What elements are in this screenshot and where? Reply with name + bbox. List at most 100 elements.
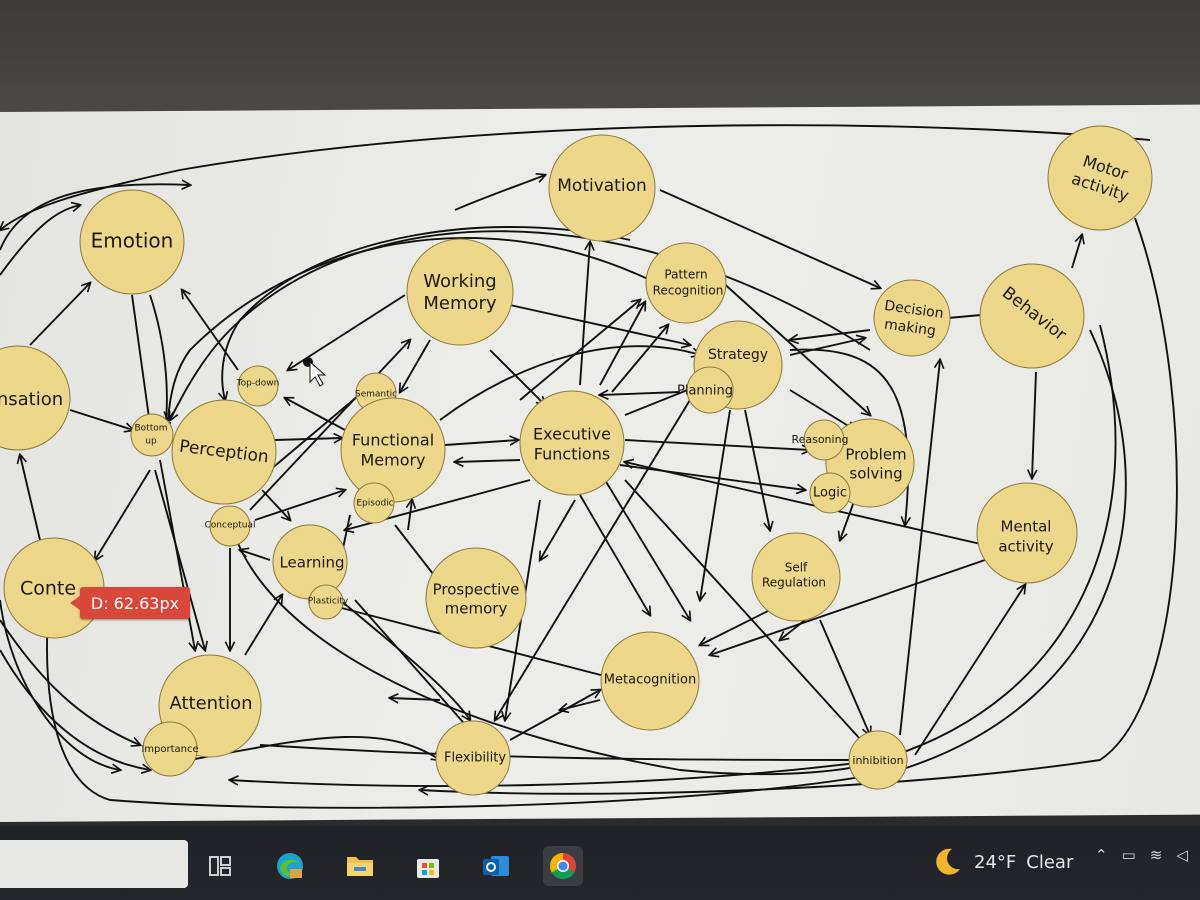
chevron-up-icon[interactable]: ⌃ — [1095, 846, 1108, 864]
svg-text:nsation: nsation — [0, 389, 63, 410]
edge — [420, 217, 1178, 794]
edge — [182, 290, 239, 371]
node-pattern-recognition[interactable]: Pattern Recognition — [645, 242, 727, 324]
edge — [914, 585, 1025, 756]
chrome-icon[interactable] — [543, 846, 583, 886]
node-plasticity[interactable]: Plasticity — [308, 584, 349, 620]
microsoft-store-icon[interactable] — [408, 846, 448, 886]
node-flexibility[interactable]: Flexibility — [435, 720, 511, 796]
edge — [540, 499, 576, 560]
battery-icon[interactable]: ▭ — [1121, 846, 1136, 864]
edge — [600, 392, 681, 395]
edge — [285, 398, 346, 431]
edge — [611, 325, 668, 393]
svg-text:inhibition: inhibition — [852, 754, 903, 767]
svg-text:Attention: Attention — [169, 693, 252, 714]
edge — [249, 340, 410, 511]
edge — [700, 609, 771, 645]
node-importance[interactable]: Importance — [141, 721, 199, 777]
edge — [599, 302, 645, 386]
svg-text:Top-down: Top-down — [236, 379, 280, 389]
measurement-tooltip: D: 62.63px — [70, 587, 190, 619]
node-decision-making[interactable]: Decision making — [873, 279, 951, 357]
edge — [659, 189, 880, 288]
node-behavior[interactable]: Behavior — [979, 263, 1085, 369]
svg-text:Metacognition: Metacognition — [604, 673, 696, 688]
svg-text:Semantic: Semantic — [355, 390, 397, 400]
svg-text:solving: solving — [849, 465, 902, 483]
svg-text:Recognition: Recognition — [653, 284, 724, 298]
svg-text:Flexibility: Flexibility — [444, 751, 506, 766]
edge — [579, 494, 650, 615]
edge — [489, 349, 545, 405]
edge — [579, 242, 590, 386]
edge-icon[interactable] — [270, 846, 310, 886]
node-prospective-memory[interactable]: Prospective memory — [425, 547, 527, 649]
node-working-memory[interactable]: Working Memory — [406, 238, 514, 346]
svg-text:Reasoning: Reasoning — [791, 433, 848, 446]
node-reasoning[interactable]: Reasoning — [791, 419, 849, 461]
wifi-icon[interactable]: ≋ — [1149, 846, 1163, 864]
edge — [229, 519, 880, 776]
edge — [95, 469, 151, 560]
edge — [624, 439, 810, 450]
edge — [619, 464, 805, 490]
svg-text:Learning: Learning — [279, 554, 344, 572]
edge — [0, 184, 190, 251]
node-compensation[interactable]: nsation — [0, 345, 71, 451]
edge — [0, 649, 150, 770]
edge — [354, 599, 470, 730]
node-top-down[interactable]: Top-down — [236, 365, 280, 407]
node-metacognition[interactable]: Metacognition — [600, 631, 700, 731]
node-executive-functions[interactable]: Executive Functions — [519, 390, 625, 496]
node-episodic[interactable]: Episodic — [353, 482, 395, 524]
svg-text:Bottom: Bottom — [134, 424, 167, 434]
edge — [624, 479, 870, 750]
node-self-regulation[interactable]: Self Regulation — [751, 532, 841, 622]
edge — [444, 440, 518, 446]
node-motivation[interactable]: Motivation — [548, 134, 656, 242]
node-bottom-up[interactable]: Bottom up — [130, 413, 174, 457]
node-mental-activity[interactable]: Mental activity — [976, 482, 1078, 584]
svg-text:Regulation: Regulation — [762, 576, 826, 590]
edge — [625, 462, 986, 546]
svg-text:Functional: Functional — [352, 431, 434, 450]
weather-widget[interactable]: 24°F Clear — [930, 838, 1073, 886]
outlook-icon[interactable] — [476, 846, 516, 886]
edge — [509, 690, 600, 741]
edge — [259, 744, 860, 760]
node-emotion[interactable]: Emotion — [79, 189, 185, 295]
task-view-icon[interactable] — [200, 846, 240, 886]
edge — [149, 294, 167, 430]
speaker-icon[interactable]: ◁ — [1176, 846, 1188, 864]
svg-text:Conceptual: Conceptual — [205, 521, 256, 531]
search-box[interactable] — [0, 840, 188, 888]
edge — [1032, 371, 1036, 478]
svg-text:Strategy: Strategy — [708, 347, 768, 363]
svg-text:Planning: Planning — [677, 384, 733, 399]
node-context[interactable]: Conte — [3, 537, 105, 639]
edge — [0, 619, 140, 745]
weather-temperature: 24°F — [974, 851, 1017, 873]
svg-text:memory: memory — [445, 600, 508, 618]
mouse-cursor-icon — [303, 357, 327, 387]
file-explorer-icon[interactable] — [340, 846, 380, 886]
svg-text:up: up — [145, 437, 157, 447]
edge — [131, 294, 150, 425]
node-perception[interactable]: Perception — [171, 399, 277, 505]
node-motor-activity[interactable]: Motor activity — [1047, 125, 1153, 231]
edge — [604, 479, 690, 620]
node-logic[interactable]: Logic — [809, 472, 851, 514]
edge — [240, 550, 271, 561]
node-inhibition[interactable]: inhibition — [848, 730, 908, 790]
node-learning[interactable]: Learning — [272, 524, 348, 600]
node-functional-memory[interactable]: Functional Memory — [340, 397, 446, 503]
edge — [700, 409, 731, 600]
svg-text:Episodic: Episodic — [356, 499, 393, 509]
edge — [509, 304, 690, 345]
node-conceptual[interactable]: Conceptual — [205, 505, 256, 547]
edge — [0, 599, 120, 770]
node-planning[interactable]: Planning — [677, 366, 734, 414]
svg-text:Memory: Memory — [423, 293, 497, 314]
